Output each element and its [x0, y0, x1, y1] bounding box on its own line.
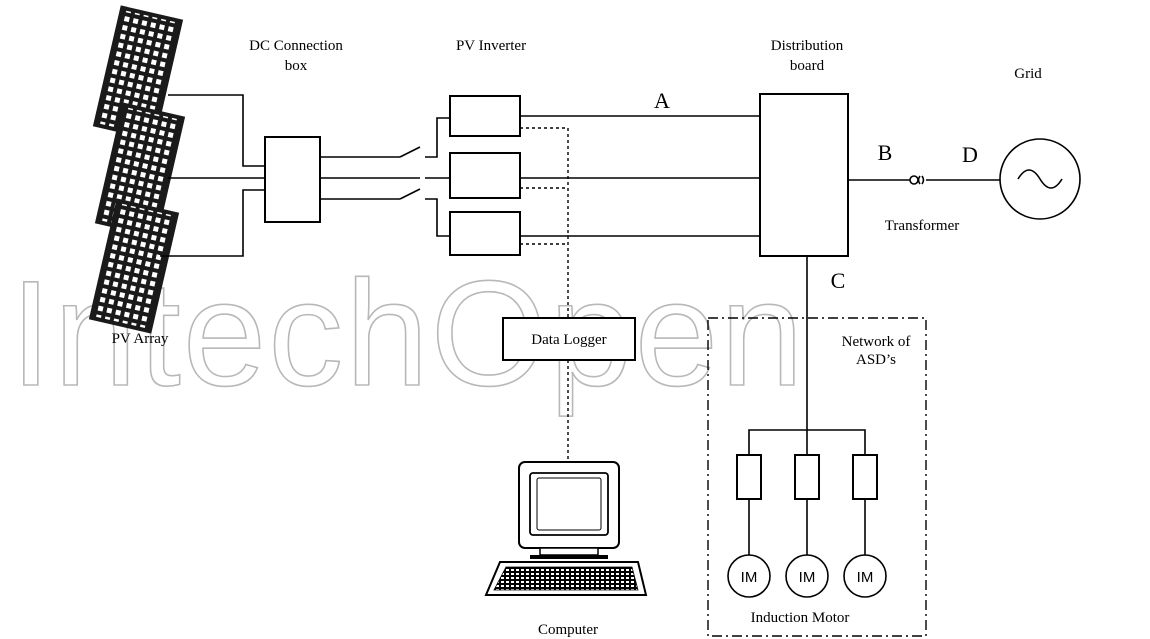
- data-lines: [520, 127, 569, 462]
- motor-leads: [748, 499, 866, 555]
- solar-panel-icon: [92, 5, 184, 141]
- ac-lines: [520, 115, 760, 237]
- transformer-label: Transformer: [885, 218, 959, 234]
- asd-network-boundary: [707, 317, 927, 637]
- pv-inverter-1: [449, 95, 521, 137]
- pv-array-label: PV Array: [112, 331, 169, 347]
- point-b-label: B: [878, 140, 893, 165]
- pv-inverter-label: PV Inverter: [456, 38, 526, 54]
- asd-drive-1: [736, 454, 762, 500]
- point-d-label: D: [962, 142, 978, 167]
- keyboard-icon: [484, 561, 648, 596]
- data-logger-box: [502, 317, 636, 361]
- asd-drive-2: [794, 454, 820, 500]
- induction-motor-1: IM: [727, 554, 771, 598]
- dc-lines: [320, 156, 400, 200]
- pv-inverter-3: [449, 211, 521, 256]
- im-label-2: IM: [799, 569, 816, 586]
- point-c-label: C: [831, 268, 846, 293]
- dc-box-label-1: DC Connection: [249, 38, 343, 54]
- distribution-label-1: Distribution: [771, 38, 844, 54]
- point-a-label: A: [654, 88, 670, 113]
- ac-source-icon: [999, 138, 1081, 220]
- grid-label: Grid: [1014, 66, 1042, 82]
- solar-panel-icon: [88, 198, 180, 334]
- asd-drive-3: [852, 454, 878, 500]
- distribution-board: [759, 93, 849, 257]
- asd-branches: [748, 429, 866, 455]
- dc-connection-box: [264, 136, 321, 223]
- im-label-1: IM: [741, 569, 758, 586]
- distribution-label-2: board: [790, 58, 825, 74]
- transformer-icon: [909, 175, 925, 185]
- induction-motor-label: Induction Motor: [751, 610, 850, 626]
- pv-array: [88, 5, 186, 334]
- pv-inverter-2: [449, 152, 521, 199]
- im-label-3: IM: [857, 569, 874, 586]
- dc-box-label-2: box: [285, 58, 308, 74]
- induction-motor-3: IM: [843, 554, 887, 598]
- network-label-1: Network of: [842, 334, 911, 350]
- switches: [399, 146, 421, 200]
- network-label-2: ASD’s: [856, 352, 896, 368]
- data-logger-label: Data Logger: [531, 332, 606, 348]
- computer-label: Computer: [538, 622, 598, 638]
- computer-icon: [518, 461, 620, 559]
- panel-wires: [160, 94, 265, 257]
- inverter-feed: [425, 117, 450, 237]
- induction-motor-2: IM: [785, 554, 829, 598]
